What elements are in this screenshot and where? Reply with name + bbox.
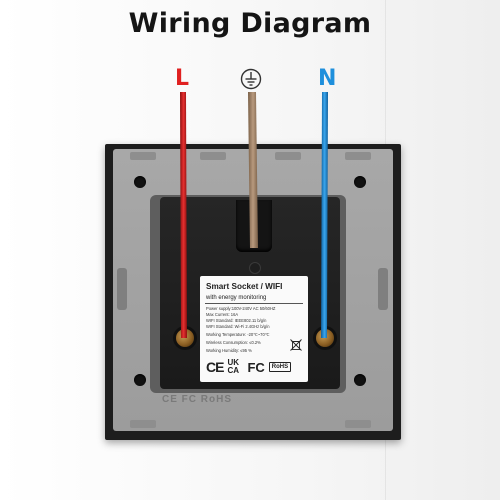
diagram-title: Wiring Diagram bbox=[128, 8, 372, 39]
plate-tab bbox=[130, 152, 156, 160]
label-spec-line: Max Current: 16A bbox=[206, 312, 239, 317]
plate-tab bbox=[200, 152, 226, 160]
ukca-mark-bottom: CA bbox=[227, 366, 240, 375]
plate-tab bbox=[345, 420, 371, 428]
rohs-mark: RoHS bbox=[268, 362, 292, 372]
plate-tab bbox=[345, 152, 371, 160]
mounting-hole bbox=[134, 374, 146, 386]
certification-marks: CE UK CA FC RoHS bbox=[206, 357, 292, 377]
plate-slot bbox=[117, 268, 127, 310]
label-divider bbox=[205, 303, 303, 304]
plate-tab bbox=[275, 152, 301, 160]
product-label: Smart Socket / WIFI with energy monitori… bbox=[200, 276, 308, 382]
mounting-hole bbox=[134, 176, 146, 188]
ukca-mark: UK CA bbox=[227, 359, 243, 375]
plate-embossed-marks: CE FC RoHS bbox=[162, 394, 232, 405]
plate-tab bbox=[130, 420, 156, 428]
neutral-terminal-label: N bbox=[318, 66, 337, 91]
label-title: Smart Socket / WIFI bbox=[206, 282, 283, 291]
weee-bin-icon bbox=[290, 339, 302, 351]
mounting-hole bbox=[354, 374, 366, 386]
live-wire bbox=[180, 92, 187, 338]
label-spec-line: Wireless Consumption: ≤0.2% bbox=[206, 340, 261, 345]
label-spec-line: Power supply:100V-240V AC 50/60HZ bbox=[206, 306, 276, 311]
plate-slot bbox=[378, 268, 388, 310]
neutral-wire bbox=[321, 92, 328, 338]
label-subtitle: with energy monitoring bbox=[206, 295, 267, 301]
earth-wire bbox=[248, 92, 258, 248]
label-spec-line: Working Humidity: ≤95 % bbox=[206, 348, 252, 353]
earth-ground-icon bbox=[240, 68, 262, 90]
label-spec-line: WIFI Standard: IEEE802.11 b/g/n bbox=[206, 318, 267, 323]
ce-mark: CE bbox=[206, 359, 224, 375]
mounting-hole bbox=[354, 176, 366, 188]
label-spec-line: Working Temperature: -20℃~70℃ bbox=[206, 332, 270, 337]
live-terminal-label: L bbox=[175, 66, 190, 91]
fc-mark: FC bbox=[247, 359, 265, 375]
center-screw bbox=[249, 262, 261, 274]
ukca-mark-top: UK bbox=[227, 358, 240, 367]
label-spec-line: WIFI Standard: Wi-Fi 2.4GHz b/g/n bbox=[206, 324, 270, 329]
